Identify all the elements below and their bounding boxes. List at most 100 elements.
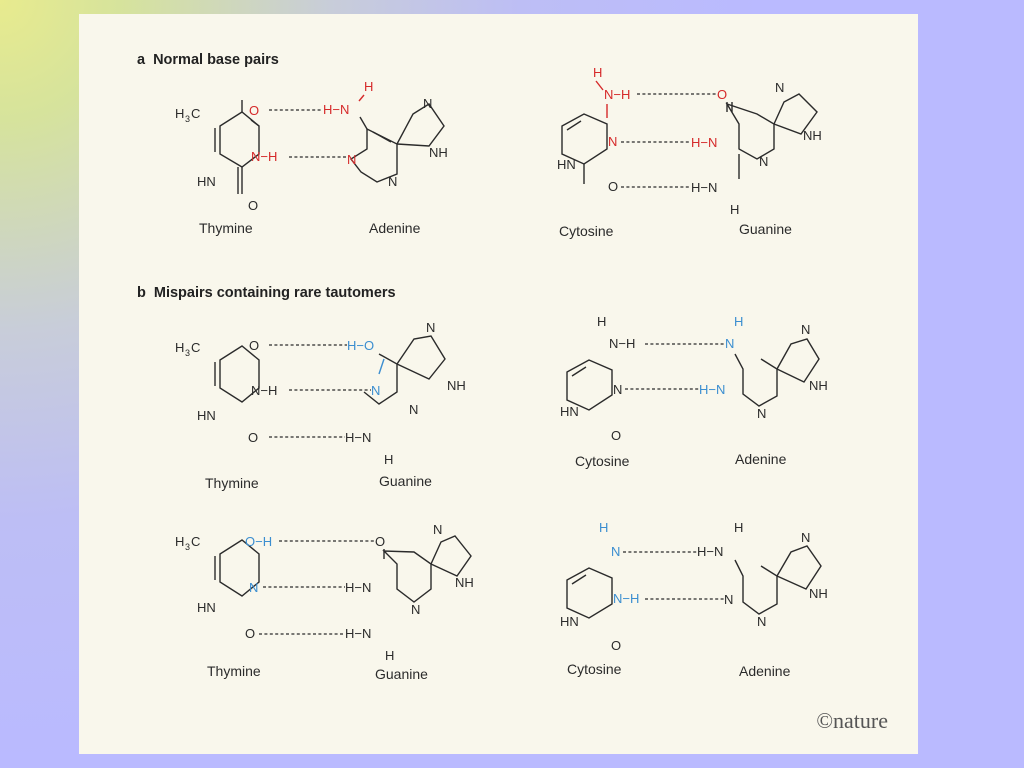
cytosine-molecule: H N−H N HN O — [557, 65, 630, 194]
nature-logo: ©nature — [816, 708, 888, 733]
thymine-molecule-b2: H 3 C O−H N HN O — [175, 534, 272, 641]
atom-h-c2: H — [597, 314, 606, 329]
thymine-molecule-b1: H 3 C O N−H HN O — [175, 338, 277, 445]
atom-n7-a2: N — [801, 322, 810, 337]
atom-n9-g1: NH — [803, 128, 822, 143]
atom-o-t1: O — [249, 103, 259, 118]
atom-n-b2: N — [249, 580, 258, 595]
section-a-text: Normal base pairs — [153, 52, 279, 68]
atom-oh-b2: O−H — [245, 534, 272, 549]
atom-nh-c2: N−H — [609, 336, 635, 351]
atom-n-b1: N — [371, 383, 380, 398]
section-a-letter: a — [137, 52, 146, 68]
guanine-molecule-b1: H−O N H−N H N N NH — [345, 320, 466, 467]
atom-n-c3: N — [611, 544, 620, 559]
atom-n3-g1: N — [759, 154, 768, 169]
atom-h-a3: H — [734, 520, 743, 535]
atom-methyl-b1-sub: 3 — [185, 348, 190, 358]
atom-hn-a3: H−N — [697, 544, 723, 559]
label-guanine-2: Guanine — [379, 473, 432, 489]
atom-n7-a1: N — [423, 96, 432, 111]
atom-methyl-b1: H — [175, 340, 184, 355]
atom-h-b1: H — [384, 452, 393, 467]
atom-o-c1: O — [608, 179, 618, 194]
pair-cytosine-adenine-b1: H N−H N HN O H N H−N N N NH Cytosine — [560, 314, 828, 469]
atom-o-c2: O — [611, 428, 621, 443]
label-thymine-1: Thymine — [199, 220, 253, 236]
atom-n3-a3: N — [757, 614, 766, 629]
label-cytosine-3: Cytosine — [567, 661, 622, 677]
atom-h2-a1: H — [364, 79, 373, 94]
atom-h-c3: H — [599, 520, 608, 535]
label-thymine-2: Thymine — [205, 475, 259, 491]
atom-n9-a2: NH — [809, 378, 828, 393]
section-a-title: a Normal base pairs — [137, 52, 279, 68]
atom-nh-c3: N−H — [613, 591, 639, 606]
atom-n3-a1: N — [388, 174, 397, 189]
atom-hn-c3: HN — [560, 614, 579, 629]
atom-n6-a2: N — [725, 336, 734, 351]
atom-hn-b2: HN — [197, 600, 216, 615]
label-guanine-3: Guanine — [375, 666, 428, 682]
atom-n1-a1: N — [347, 152, 356, 167]
atom-o-c3: O — [611, 638, 621, 653]
atom-h-a2: H — [734, 314, 743, 329]
atom-n3-c1: N — [608, 134, 617, 149]
atom-n7-g2: N — [433, 522, 442, 537]
adenine-molecule: H−N H N N N NH — [323, 79, 448, 189]
atom-n3-a2: N — [757, 406, 766, 421]
atom-hn2-g2: H−N — [345, 626, 371, 641]
atom-o-g2: O — [375, 534, 385, 549]
guanine-molecule-b2: O H−N H−N H N N NH — [345, 522, 474, 663]
atom-o-g1: O — [717, 87, 727, 102]
atom-methyl-b1-c: C — [191, 340, 200, 355]
atom-hn-c2: HN — [560, 404, 579, 419]
label-adenine-2: Adenine — [735, 451, 787, 467]
atom-hn-t1: HN — [197, 174, 216, 189]
atom-methyl-b2: H — [175, 534, 184, 549]
atom-methyl-c: C — [191, 106, 200, 121]
atom-ho-b1: H−O — [347, 338, 374, 353]
label-adenine-3: Adenine — [739, 663, 791, 679]
atom-nh-b1: N−H — [251, 383, 277, 398]
atom-h-c1: H — [593, 65, 602, 80]
atom-o-b1: O — [249, 338, 259, 353]
label-guanine-1: Guanine — [739, 221, 792, 237]
atom-methyl-b2-sub: 3 — [185, 542, 190, 552]
atom-n9-a3: NH — [809, 586, 828, 601]
atom-n3-g2: N — [411, 602, 420, 617]
atom-o2-b1: O — [248, 430, 258, 445]
adenine-molecule-b1: H N H−N N N NH — [699, 314, 828, 421]
section-b-text: Mispairs containing rare tautomers — [153, 285, 396, 301]
atom-n9-a1: NH — [429, 145, 448, 160]
atom-h-a1: H−N — [323, 102, 349, 117]
pair-cytosine-adenine-b2: H N N−H HN O H H−N N N N NH Cytosine — [560, 520, 828, 679]
base-pair-diagram: H 3 C O N−H HN O H−N H N N — [175, 65, 828, 682]
pair-thymine-adenine-normal: H 3 C O N−H HN O H−N H N N — [175, 79, 448, 236]
atom-o2-b2: O — [245, 626, 255, 641]
atom-nh-c1: N−H — [604, 87, 630, 102]
atom-n9-b1: NH — [447, 378, 466, 393]
cytosine-molecule-b2: H N N−H HN O — [560, 520, 639, 653]
atom-n7-b1: N — [426, 320, 435, 335]
atom-n7-a3: N — [801, 530, 810, 545]
label-cytosine-2: Cytosine — [575, 453, 630, 469]
atom-hn2-b1: H−N — [345, 430, 371, 445]
atom-methyl: H — [175, 106, 184, 121]
adenine-molecule-b2: H H−N N N N NH — [697, 520, 828, 629]
atom-h2-g1: H — [730, 202, 739, 217]
atom-h-g2: H — [385, 648, 394, 663]
label-adenine-1: Adenine — [369, 220, 421, 236]
atom-methyl-b2-c: C — [191, 534, 200, 549]
atom-hn-a2: H−N — [699, 382, 725, 397]
atom-o2-t1: O — [248, 198, 258, 213]
thymine-molecule: H 3 C O N−H HN O — [175, 100, 277, 213]
atom-n3-b1: N — [409, 402, 418, 417]
label-thymine-3: Thymine — [207, 663, 261, 679]
atom-hn-b1: HN — [197, 408, 216, 423]
atom-hn2-g1: H−N — [691, 180, 717, 195]
atom-methyl-sub: 3 — [185, 114, 190, 124]
cytosine-molecule-b1: H N−H N HN O — [560, 314, 635, 443]
